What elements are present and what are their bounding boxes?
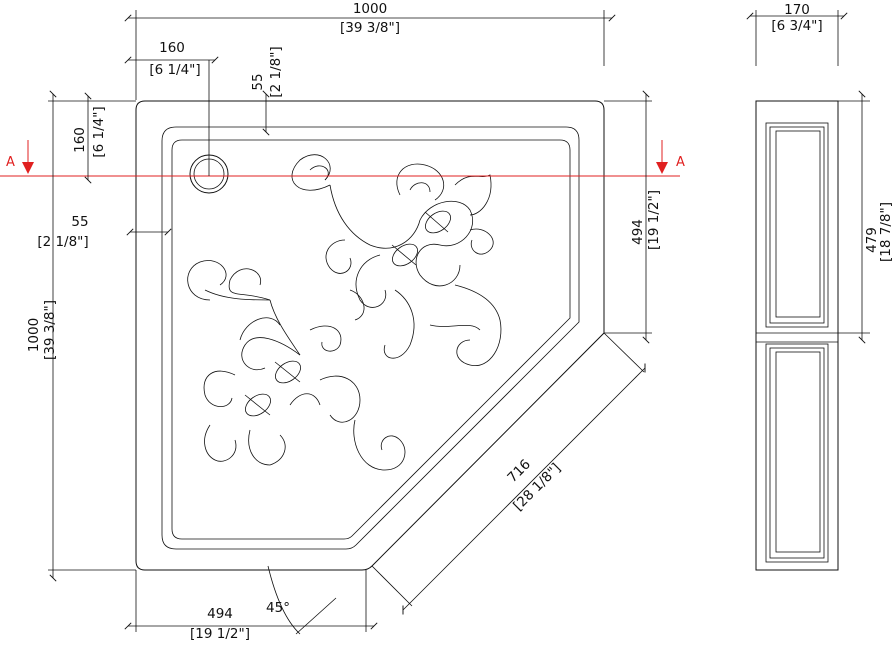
dim-width-in: [39 3/8"] bbox=[340, 20, 400, 36]
section-label-right: A bbox=[676, 155, 685, 170]
dim-depth-mm: 1000 bbox=[26, 318, 42, 352]
dim-profile-length-in: [18 7/8"] bbox=[878, 202, 894, 262]
dim-waste-x-in: [6 1/4"] bbox=[149, 62, 200, 78]
dim-right-side-mm: 494 bbox=[630, 219, 646, 245]
dim-diagonal-mm: 716 bbox=[504, 456, 534, 486]
dim-rim-side-mm: 55 bbox=[71, 214, 88, 230]
profile-outer bbox=[755, 100, 839, 571]
section-label-left: A bbox=[6, 155, 15, 170]
ornament-pattern bbox=[187, 154, 502, 471]
tray-side-profile: 170 [6 3/4"] 479 [18 7/8"] bbox=[746, 2, 894, 571]
dim-right-side-in: [19 1/2"] bbox=[646, 190, 662, 250]
dim-waste-y-mm: 160 bbox=[72, 127, 88, 153]
dim-profile-height-mm: 170 bbox=[784, 2, 810, 18]
tray-outer-edge bbox=[135, 100, 605, 571]
tray-basin-edge bbox=[171, 139, 571, 540]
dim-bottom-side-in: [19 1/2"] bbox=[190, 626, 250, 642]
dim-rim-top-in: [2 1/8"] bbox=[268, 46, 284, 97]
dim-rim-side-in: [2 1/8"] bbox=[37, 234, 88, 250]
dim-rim-top-mm: 55 bbox=[250, 73, 266, 90]
dim-waste-x-mm: 160 bbox=[159, 40, 185, 56]
dim-depth-in: [39 3/8"] bbox=[42, 300, 58, 360]
tray-rim-line bbox=[161, 126, 580, 550]
dim-waste-y-in: [6 1/4"] bbox=[91, 106, 107, 157]
dim-profile-height-in: [6 3/4"] bbox=[771, 18, 822, 34]
dim-profile-length-mm: 479 bbox=[864, 227, 880, 253]
tray-plan-view: A A 1000 [39 3/8"] 160 [6 1/4"] 55 [2 1/… bbox=[0, 1, 685, 642]
dim-bottom-side-mm: 494 bbox=[207, 606, 233, 622]
dim-angle: 45° bbox=[266, 600, 290, 616]
dim-width-mm: 1000 bbox=[353, 1, 387, 17]
